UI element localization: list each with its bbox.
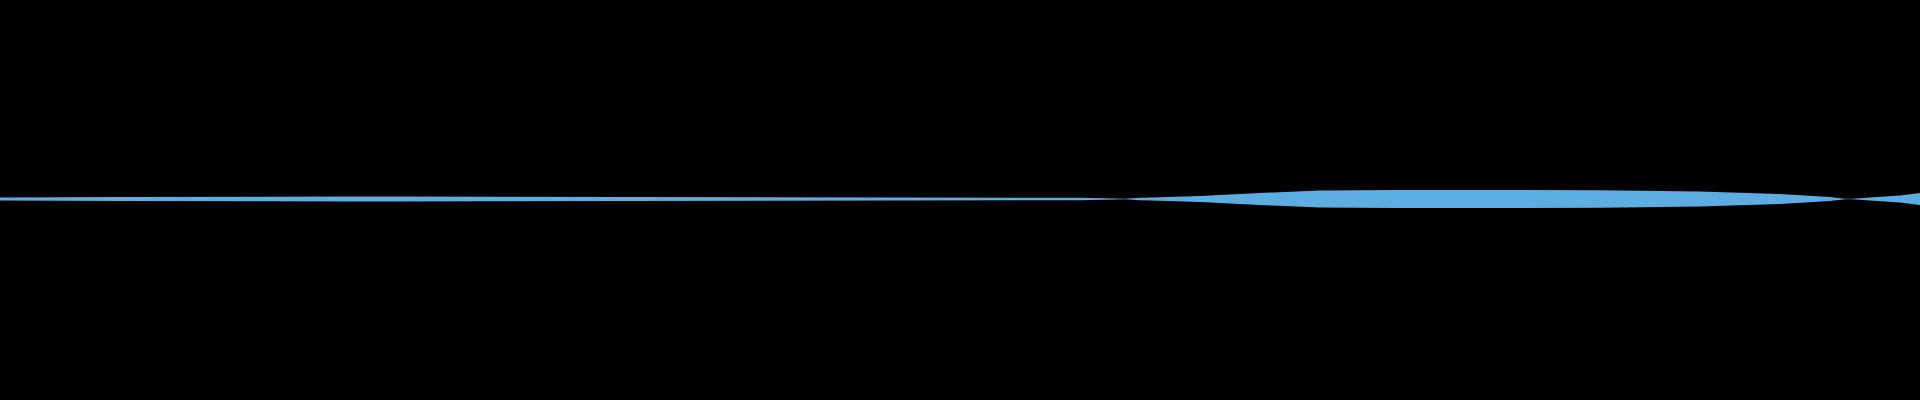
waveform-shape xyxy=(0,190,1920,208)
